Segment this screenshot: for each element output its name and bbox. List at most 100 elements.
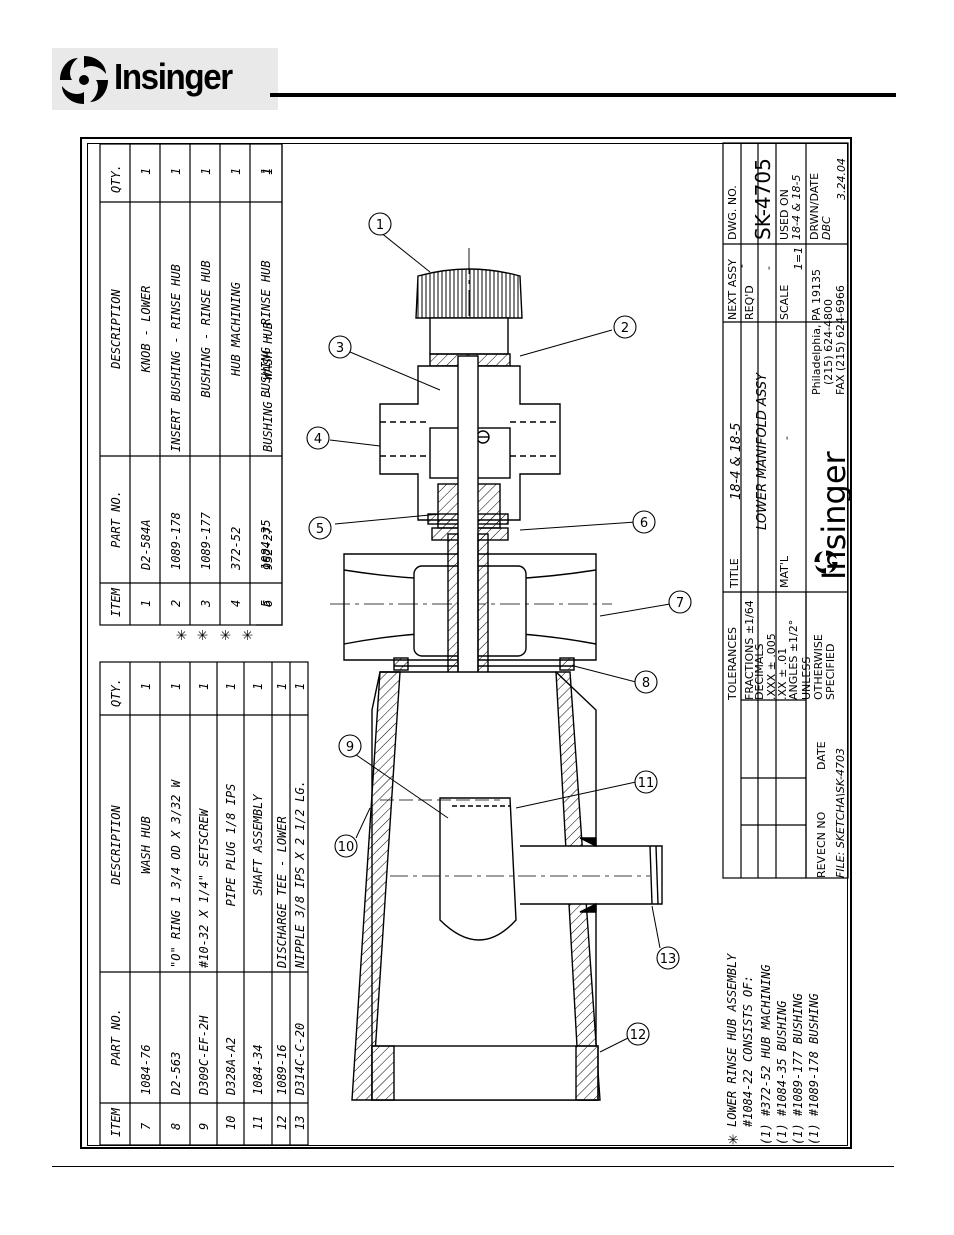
svg-text:1: 1 xyxy=(293,683,307,690)
header-rule xyxy=(270,93,896,97)
svg-text:1: 1 xyxy=(169,168,183,175)
table-row: 5 1084-35 BUSHING - RINSE HUB 1 xyxy=(259,168,273,607)
svg-text:SHAFT ASSEMBLY: SHAFT ASSEMBLY xyxy=(251,794,265,896)
svg-text:1=1: 1=1 xyxy=(792,247,805,270)
svg-text:1: 1 xyxy=(139,168,153,175)
parts-table-lower: ITEM PART NO. DESCRIPTION QTY. 7 1084-76… xyxy=(99,661,309,1146)
col-item-header: ITEM xyxy=(109,1107,123,1137)
insinger-swirl-icon xyxy=(60,56,108,104)
svg-text:4: 4 xyxy=(229,600,243,607)
svg-text:1: 1 xyxy=(251,683,265,690)
col-qty-header: QTY. xyxy=(109,678,123,707)
balloon: 10 xyxy=(334,834,358,858)
balloon: 5 xyxy=(308,516,332,540)
knob xyxy=(415,268,523,355)
svg-text:5: 5 xyxy=(316,522,324,537)
star-icon: ✳ xyxy=(242,624,253,645)
insinger-swirl-icon xyxy=(814,550,838,574)
svg-text:(1) #1089-177 BUSHING: (1) #1089-177 BUSHING xyxy=(791,993,805,1145)
title-block xyxy=(722,142,849,879)
table-row: 9 D309C-EF-2H #10-32 X 1/4" SETSCREW 1 xyxy=(197,683,211,1130)
svg-text:1: 1 xyxy=(376,218,384,233)
svg-text:#10-32 X 1/4" SETSCREW: #10-32 X 1/4" SETSCREW xyxy=(197,807,211,969)
svg-text:-: - xyxy=(780,436,793,440)
table-row: 3 1089-177 BUSHING - RINSE HUB 1 xyxy=(199,168,213,608)
svg-text:KNOB - LOWER: KNOB - LOWER xyxy=(139,286,153,374)
svg-text:1084-76: 1084-76 xyxy=(139,1044,153,1095)
svg-text:3: 3 xyxy=(199,600,213,608)
svg-text:DATE: DATE xyxy=(815,741,828,770)
svg-text:1084-35: 1084-35 xyxy=(259,519,273,570)
svg-text:Philadelphia, PA 19135: Philadelphia, PA 19135 xyxy=(810,269,823,395)
balloons: 1 2 3 4 5 6 7 8 9 10 11 12 13 xyxy=(306,212,692,1046)
svg-text:1084-34: 1084-34 xyxy=(251,1044,265,1095)
svg-text:"O" RING 1 3/4 OD X 3/32 W: "O" RING 1 3/4 OD X 3/32 W xyxy=(169,778,183,968)
svg-text:1: 1 xyxy=(275,683,289,690)
svg-text:SCALE: SCALE xyxy=(778,285,791,320)
svg-text:18-4 & 18-5: 18-4 & 18-5 xyxy=(790,174,803,240)
svg-text:9: 9 xyxy=(346,740,354,755)
cross-section-view xyxy=(329,231,671,1101)
balloon: 3 xyxy=(328,335,352,359)
svg-text:1: 1 xyxy=(224,683,238,690)
svg-text:PIPE PLUG 1/8 IPS: PIPE PLUG 1/8 IPS xyxy=(224,784,238,907)
svg-text:DISCHARGE TEE - LOWER: DISCHARGE TEE - LOWER xyxy=(275,816,289,969)
balloon: 1 xyxy=(368,212,392,236)
svg-text:13: 13 xyxy=(293,1116,307,1130)
svg-text:1: 1 xyxy=(169,683,183,690)
svg-text:1089-178: 1089-178 xyxy=(169,512,183,570)
table-row-border xyxy=(249,143,283,626)
svg-text:(1) #1089-178 BUSHING: (1) #1089-178 BUSHING xyxy=(807,993,821,1145)
svg-text:12: 12 xyxy=(630,1028,647,1043)
balloon: 4 xyxy=(306,426,330,450)
header-logo: Insinger xyxy=(52,48,278,110)
table-cell: 6 xyxy=(261,600,275,607)
svg-text:TITLE: TITLE xyxy=(728,558,741,589)
svg-text:1089-177: 1089-177 xyxy=(199,511,213,570)
table-cell: BUSHING - WASH HUB xyxy=(261,322,275,452)
svg-text:1: 1 xyxy=(259,168,273,175)
svg-text:11: 11 xyxy=(638,776,655,791)
svg-text:5: 5 xyxy=(259,600,273,607)
svg-text:FRACTIONS ±1/64: FRACTIONS ±1/64 xyxy=(743,600,756,700)
svg-text:8: 8 xyxy=(642,676,650,691)
svg-text:9: 9 xyxy=(197,1123,211,1130)
svg-text:.XX ± .01: .XX ± .01 xyxy=(776,648,789,700)
svg-text:ECN NO: ECN NO xyxy=(815,811,828,855)
brand-wordmark: Insinger xyxy=(114,56,233,97)
table-row: 7 1084-76 WASH HUB 1 xyxy=(139,683,153,1130)
table-cell: 1 xyxy=(261,168,275,175)
svg-text:1: 1 xyxy=(229,168,243,175)
svg-text:INSERT BUSHING - RINSE HUB: INSERT BUSHING - RINSE HUB xyxy=(169,264,183,452)
svg-text:DWG. NO.: DWG. NO. xyxy=(726,185,739,240)
svg-text:MAT'L: MAT'L xyxy=(778,555,791,588)
svg-text:7: 7 xyxy=(676,596,684,611)
svg-text:2: 2 xyxy=(621,321,629,336)
svg-text:DESCRIPTION: DESCRIPTION xyxy=(109,288,123,369)
drawing-number: SK-4705 xyxy=(751,158,775,240)
svg-text:DBC: DBC xyxy=(820,216,833,240)
col-part-no-header: PART NO. xyxy=(109,1008,123,1066)
svg-text:10: 10 xyxy=(338,840,355,855)
svg-text:D309C-EF-2H: D309C-EF-2H xyxy=(197,1015,211,1096)
svg-text:D2-584A: D2-584A xyxy=(139,519,153,571)
svg-text:LOWER RINSE HUB ASSEMBLY: LOWER RINSE HUB ASSEMBLY xyxy=(725,953,739,1127)
svg-text:D314C-C-20: D314C-C-20 xyxy=(293,1023,307,1096)
svg-text:BUSHING - RINSE HUB: BUSHING - RINSE HUB xyxy=(259,260,273,397)
balloon: 11 xyxy=(634,770,658,794)
title-block-text: TOLERANCES FRACTIONS ±1/64 DECIMALS .XXX… xyxy=(726,158,853,878)
svg-text:NIPPLE 3/8 IPS X 2 1/2 LG.: NIPPLE 3/8 IPS X 2 1/2 LG. xyxy=(293,780,307,969)
svg-text:1089-16: 1089-16 xyxy=(275,1044,289,1095)
svg-text:OTHERWISE: OTHERWISE xyxy=(812,634,825,700)
svg-text:12: 12 xyxy=(275,1116,289,1130)
svg-text:REQ'D: REQ'D xyxy=(743,285,756,320)
table-row: 4 372-52 HUB MACHINING 1 xyxy=(229,168,243,607)
svg-text:18-4 & 18-5: 18-4 & 18-5 xyxy=(729,423,744,500)
svg-text:3: 3 xyxy=(336,341,344,356)
svg-text:11: 11 xyxy=(251,1116,265,1130)
svg-text:SPECIFIED: SPECIFIED xyxy=(824,644,837,700)
svg-text:D2-563: D2-563 xyxy=(169,1052,183,1096)
svg-text:BUSHING - RINSE HUB: BUSHING - RINSE HUB xyxy=(199,260,213,397)
